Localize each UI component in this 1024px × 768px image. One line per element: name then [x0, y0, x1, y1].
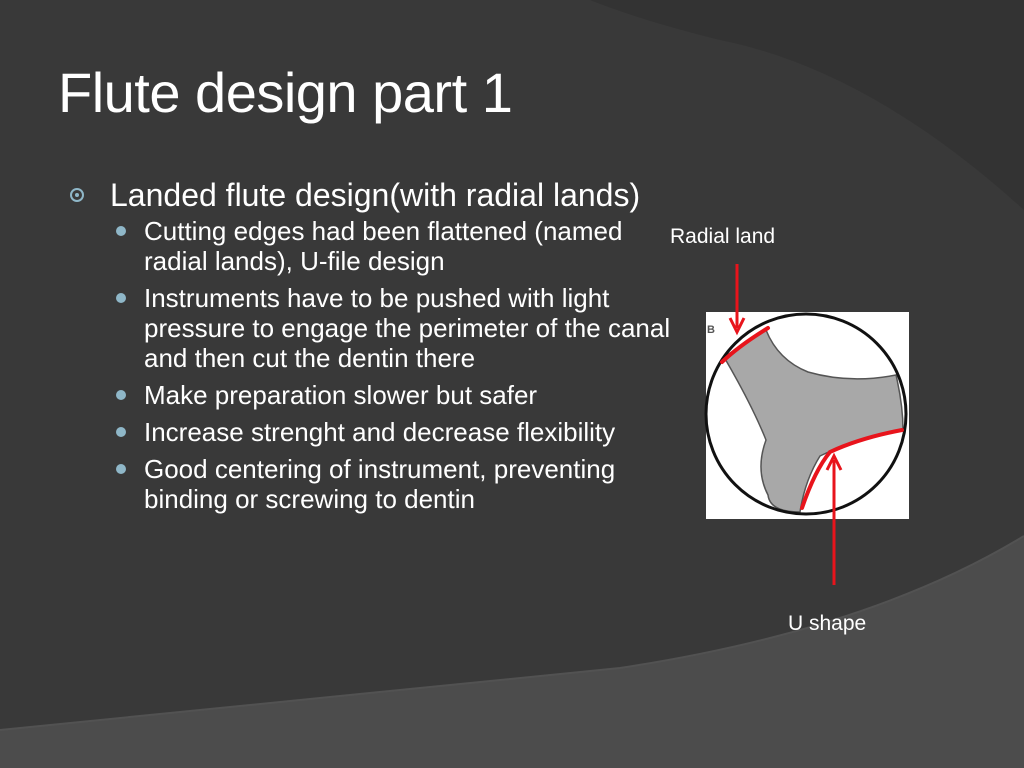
- dot-bullet-icon: [116, 427, 126, 437]
- dot-bullet-icon: [116, 390, 126, 400]
- sub-bullet-item: Good centering of instrument, preventing…: [104, 454, 680, 514]
- radial-land-highlight: [720, 326, 770, 364]
- dot-bullet-icon: [116, 464, 126, 474]
- circle-bullet-icon: [70, 188, 84, 202]
- sub-bullet-list: Cutting edges had been flattened (named …: [70, 216, 680, 514]
- sub-bullet-text: Make preparation slower but safer: [144, 380, 538, 410]
- sub-bullet-item: Make preparation slower but safer: [104, 380, 680, 410]
- dot-bullet-icon: [116, 226, 126, 236]
- radial-land-arrowhead-icon: [728, 317, 746, 336]
- radial-land-label: Radial land: [670, 225, 776, 248]
- sub-bullet-item: Cutting edges had been flattened (named …: [104, 216, 680, 276]
- bullet-list: Landed flute design(with radial lands) C…: [70, 178, 680, 521]
- sub-bullet-text: Cutting edges had been flattened (named …: [144, 216, 623, 276]
- figure-corner-letter: B: [707, 324, 715, 336]
- main-bullet-text: Landed flute design(with radial lands): [110, 177, 641, 213]
- slide-title: Flute design part 1: [58, 61, 513, 124]
- sub-bullet-text: Instruments have to be pushed with light…: [144, 283, 671, 373]
- sub-bullet-text: Increase strenght and decrease flexibili…: [144, 417, 616, 447]
- sub-bullet-text: Good centering of instrument, preventing…: [144, 454, 616, 514]
- cross-section-figure: B: [704, 264, 909, 585]
- sub-bullet-item: Instruments have to be pushed with light…: [104, 283, 680, 373]
- dot-bullet-icon: [116, 293, 126, 303]
- u-shape-arrowhead-icon: [825, 452, 843, 471]
- main-bullet: Landed flute design(with radial lands): [70, 178, 680, 212]
- u-shape-highlight: [800, 428, 904, 510]
- sub-bullet-item: Increase strenght and decrease flexibili…: [104, 417, 680, 447]
- canal-outline: [704, 312, 908, 516]
- u-shape-label: U shape: [788, 612, 867, 635]
